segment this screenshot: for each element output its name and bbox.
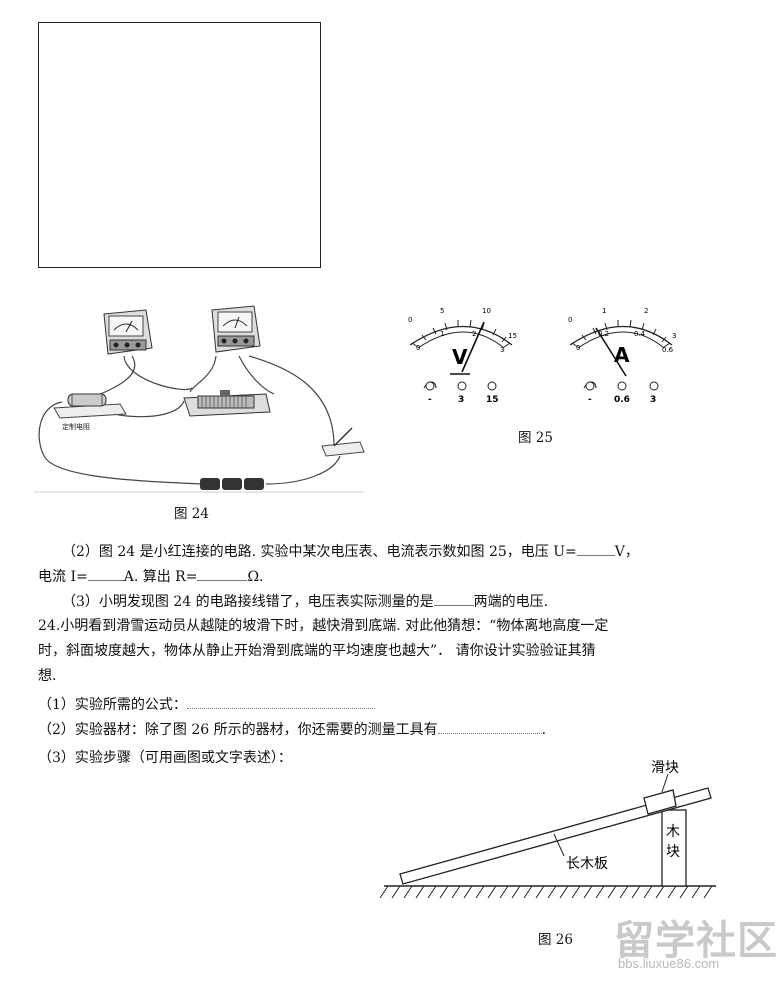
voltmeter-lower-2: 2 <box>472 330 476 338</box>
fig24-resistor-label: 定制电阻 <box>62 422 90 431</box>
question-24-part3: （3）实验步骤（可用画图或文字表述）： <box>38 750 292 766</box>
voltmeter-symbol: V <box>452 345 468 369</box>
question-24-part1: （1）实验所需的公式： <box>38 694 375 715</box>
ammeter-upper-3: 3 <box>672 332 676 340</box>
voltmeter-lower-3: 3 <box>500 346 504 354</box>
ammeter-lower-1: 0.2 <box>598 330 609 338</box>
answer-blank-formula[interactable] <box>186 694 375 709</box>
watermark-brand: 留学社区 <box>614 919 778 963</box>
fig24-batteries <box>200 478 264 490</box>
answer-blank-component[interactable] <box>433 591 474 606</box>
answer-blank-tools[interactable] <box>437 719 542 734</box>
fig26-long-board <box>399 787 712 885</box>
figure-24-caption: 图 24 <box>174 506 209 522</box>
p3-text: （3）小明发现图 24 的电路接线错了，电压表实际测量的是 <box>62 594 434 610</box>
ammeter-dial: 0 1 2 3 0 0.2 0.4 0.6 A <box>568 307 676 377</box>
voltmeter-upper-2: 10 <box>482 307 491 315</box>
q24-part2-end: . <box>541 722 547 738</box>
ammeter-terminals: - 0.6 3 <box>583 381 659 405</box>
ammeter-lower-2: 0.4 <box>634 330 646 338</box>
question-24-part2: （2）实验器材：除了图 26 所示的器材，你还需要的测量工具有. <box>38 719 546 740</box>
p3-text-end: 两端的电压. <box>473 594 549 610</box>
p2-line2-resistance: A. 算出 R= <box>123 569 198 585</box>
p2-line2-ohm: Ω. <box>247 569 264 585</box>
fig24-switch <box>321 427 365 457</box>
figure-26-incline: 木 块 滑块 长木板 <box>379 759 716 899</box>
question-24-line3: 想. <box>38 668 57 684</box>
question-24-line2: 时，斜面坡度越大，物体从静止开始滑到底端的平均速度也越大”． 请你设计实验验证其… <box>38 643 596 659</box>
ammeter-upper-0: 0 <box>568 316 572 324</box>
watermark-url: bbs.liuxue86.com <box>618 956 720 971</box>
voltmeter-terminal-15: 15 <box>486 395 499 405</box>
ammeter-upper-1: 1 <box>602 307 606 315</box>
ammeter-terminal-3: 3 <box>650 395 656 405</box>
ammeter-terminal-0.6: 0.6 <box>614 395 630 405</box>
ammeter-lower-3: 0.6 <box>662 346 674 354</box>
fig26-block-label-1: 木 <box>666 824 680 840</box>
p2-line2-current: 电流 I= <box>38 569 88 585</box>
fig24-meter-left <box>103 309 153 355</box>
figure-25-meters: 0 5 10 15 0 1 2 3 V - 3 15 0 1 2 3 0 0.2 <box>408 307 676 405</box>
answer-blank-current[interactable] <box>87 566 124 581</box>
fig26-wood-block <box>661 809 687 887</box>
p2-line1-text: （2）图 24 是小红连接的电路. 实验中某次电压表、电流表示数如图 25，电压… <box>62 544 577 560</box>
p2-line1-unit: V， <box>614 544 639 560</box>
question-23-part3: （3）小明发现图 24 的电路接线错了，电压表实际测量的是 两端的电压. <box>62 591 548 612</box>
question-23-part2-line1: （2）图 24 是小红连接的电路. 实验中某次电压表、电流表示数如图 25，电压… <box>62 541 639 562</box>
figure-24-circuit: 定制电阻 <box>34 305 365 493</box>
voltmeter-dial: 0 5 10 15 0 1 2 3 V <box>408 307 517 375</box>
fig26-board-label: 长木板 <box>566 856 608 872</box>
voltmeter-upper-3: 15 <box>508 332 517 340</box>
q24-part1-text: （1）实验所需的公式： <box>38 697 187 713</box>
voltmeter-upper-0: 0 <box>408 316 412 324</box>
question-23-part2-line2: 电流 I= A. 算出 R= Ω. <box>38 566 264 587</box>
answer-blank-resistance[interactable] <box>197 566 248 581</box>
voltmeter-terminal-neg: - <box>428 395 432 405</box>
fig26-block-label-2: 块 <box>666 844 680 860</box>
fig24-fixed-resistor <box>53 393 127 419</box>
figure-25-caption: 图 25 <box>518 430 553 446</box>
fig26-slider-label: 滑块 <box>651 759 679 776</box>
fig26-slider <box>643 789 677 815</box>
q24-part2-text: （2）实验器材：除了图 26 所示的器材，你还需要的测量工具有 <box>38 722 438 738</box>
question-24-line1: 24.小明看到滑雪运动员从越陡的坡滑下时，越快滑到底端. 对此他猜想：“物体离地… <box>38 618 609 634</box>
answer-box <box>38 22 321 268</box>
voltmeter-lower-1: 1 <box>440 330 444 338</box>
fig24-meter-right <box>211 305 261 353</box>
voltmeter-upper-1: 5 <box>440 307 444 315</box>
ammeter-symbol: A <box>614 343 630 367</box>
voltmeter-terminals: - 3 15 <box>423 381 499 405</box>
ammeter-lower-0: 0 <box>576 344 580 352</box>
ammeter-terminal-neg: - <box>588 395 592 405</box>
fig24-rheostat <box>183 390 271 417</box>
voltmeter-terminal-3: 3 <box>458 395 464 405</box>
ammeter-upper-2: 2 <box>644 307 648 315</box>
answer-blank-voltage[interactable] <box>576 541 615 556</box>
figure-26-caption: 图 26 <box>538 932 573 948</box>
voltmeter-lower-0: 0 <box>416 344 420 352</box>
